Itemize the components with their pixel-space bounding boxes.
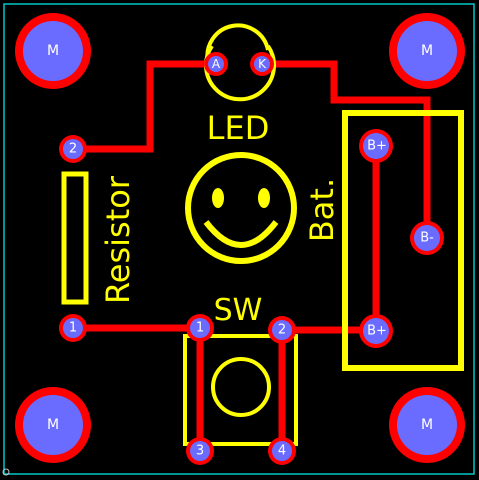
copper-traces <box>69 60 431 455</box>
resistor-label: Resistor <box>99 175 137 304</box>
pad-label: B- <box>420 231 434 246</box>
pad-switch-2: 2 <box>268 316 296 344</box>
trace-led-cathode-to-battery-neg <box>258 60 431 242</box>
pad-label: 3 <box>196 444 204 459</box>
pad-resistor-2: 2 <box>59 135 87 163</box>
pad-led-anode: A <box>204 52 228 76</box>
mounting-hole-label: M <box>421 417 433 433</box>
pad-label: 1 <box>69 321 77 336</box>
mounting-hole-label: M <box>47 43 59 59</box>
battery-outline <box>342 110 464 371</box>
mounting-hole-bottom-left: M <box>15 387 91 463</box>
pad-switch-1: 1 <box>186 314 214 342</box>
pad-resistor-1: 1 <box>59 314 87 342</box>
pad-label: B+ <box>367 324 387 339</box>
pad-switch-3: 3 <box>186 437 214 465</box>
switch-label: SW <box>214 293 263 328</box>
pad-battery-neg: B- <box>410 221 444 255</box>
pad-label: 4 <box>278 444 286 459</box>
led-label: LED <box>207 109 270 147</box>
pad-label: B+ <box>367 139 387 154</box>
smiley-face-icon <box>185 152 297 264</box>
switch-outline <box>183 334 298 446</box>
origin-marker <box>2 468 10 476</box>
pad-label: 2 <box>278 323 286 338</box>
pad-label: A <box>212 57 221 71</box>
mounting-hole-top-left: M <box>15 13 91 89</box>
pad-led-cathode: K <box>250 52 274 76</box>
mounting-hole-bottom-right: M <box>389 387 465 463</box>
pad-label: K <box>258 57 267 71</box>
pad-battery-pos-bottom: B+ <box>359 314 393 348</box>
pad-battery-pos-top: B+ <box>359 129 393 163</box>
mounting-hole-label: M <box>47 417 59 433</box>
pad-label: 2 <box>69 142 77 157</box>
board-outline <box>3 3 475 475</box>
resistor-outline <box>61 171 89 305</box>
mounting-hole-label: M <box>421 43 433 59</box>
mounting-hole-top-right: M <box>389 13 465 89</box>
trace-resistor-to-led-anode <box>69 60 220 153</box>
switch-button-outline <box>211 357 271 417</box>
battery-label: Bat. <box>303 178 341 242</box>
pad-label: 1 <box>196 321 204 336</box>
pad-switch-4: 4 <box>268 437 296 465</box>
